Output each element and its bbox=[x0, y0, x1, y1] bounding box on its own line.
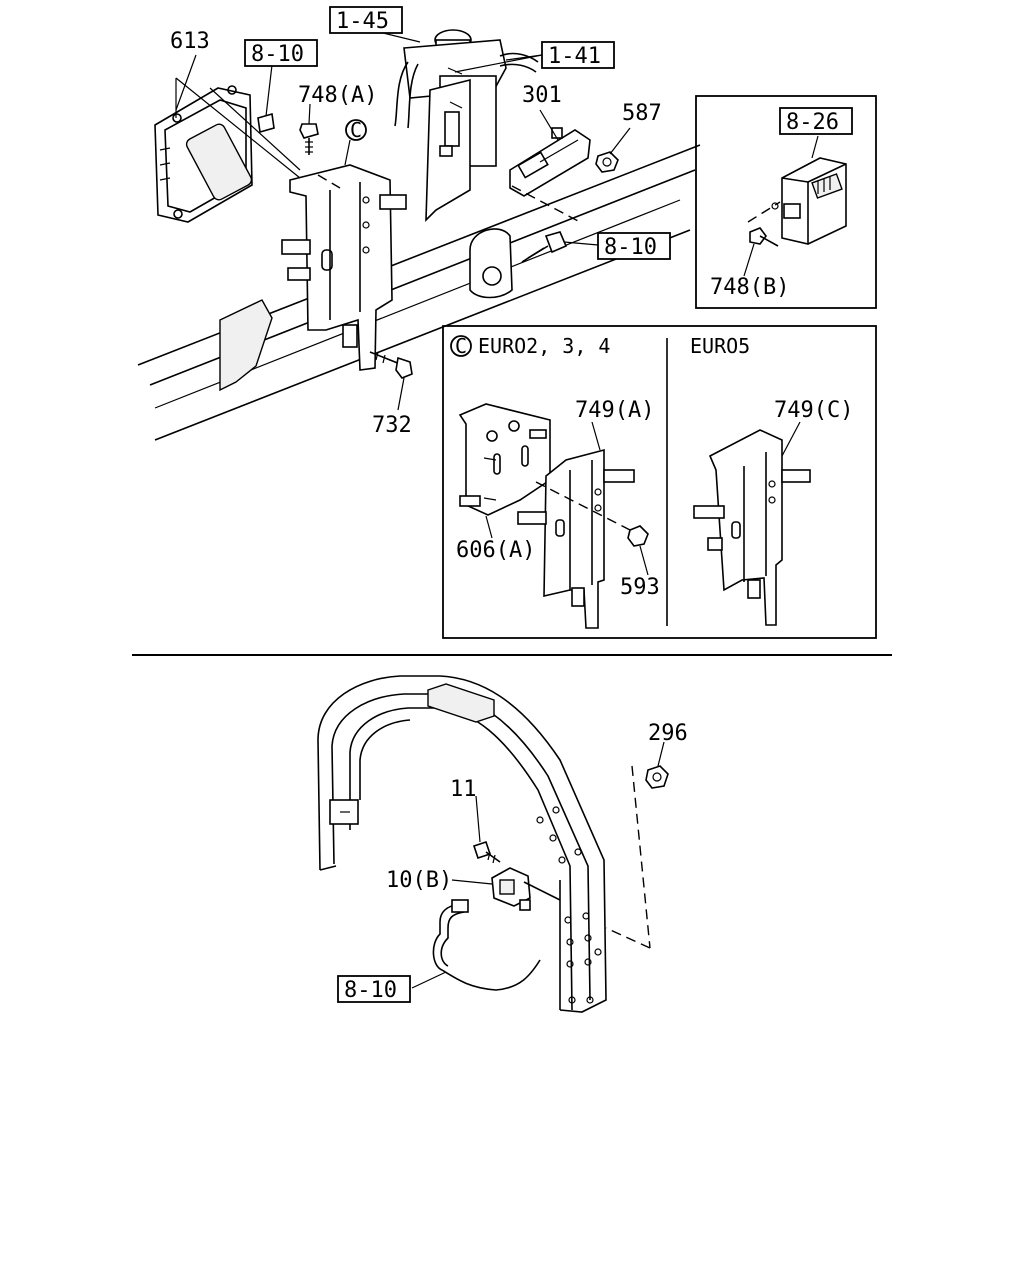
sensor-10b bbox=[491, 867, 561, 911]
ecu-module bbox=[154, 85, 253, 223]
label-euro2-3-4: EURO2, 3, 4 bbox=[478, 334, 610, 358]
nut-296 bbox=[645, 765, 669, 789]
label-11: 11 bbox=[450, 777, 477, 802]
ref-box-1-45 bbox=[329, 6, 403, 34]
label-587: 587 bbox=[622, 101, 662, 126]
label-301: 301 bbox=[522, 83, 562, 108]
label-8-10-mid: 8-10 bbox=[604, 235, 657, 260]
label-748b: 748(B) bbox=[710, 275, 789, 300]
nut-587 bbox=[595, 151, 619, 173]
inset-euro-variants bbox=[442, 325, 877, 639]
sensor-301 bbox=[509, 127, 591, 197]
label-c-marker: C bbox=[350, 118, 362, 142]
label-8-26: 8-26 bbox=[786, 110, 839, 135]
circle-c-marker bbox=[345, 119, 367, 141]
label-748a: 748(A) bbox=[298, 83, 377, 108]
label-749c: 749(C) bbox=[774, 398, 853, 423]
ref-box-8-10-mid bbox=[597, 232, 671, 260]
rail-bracket-left bbox=[219, 299, 273, 392]
label-606a: 606(A) bbox=[456, 538, 535, 563]
rail-mount bbox=[469, 228, 513, 299]
label-10b: 10(B) bbox=[386, 868, 452, 893]
label-749a: 749(A) bbox=[575, 398, 654, 423]
ref-box-8-10-bottom bbox=[337, 975, 411, 1003]
label-8-10-top: 8-10 bbox=[251, 42, 304, 67]
wire-harness bbox=[432, 899, 541, 991]
label-c-marker-inset: C bbox=[455, 334, 467, 358]
inset-8-26 bbox=[695, 95, 877, 309]
label-1-45: 1-45 bbox=[336, 9, 389, 34]
label-732: 732 bbox=[372, 413, 412, 438]
label-296: 296 bbox=[648, 721, 688, 746]
label-1-41: 1-41 bbox=[548, 44, 601, 69]
harness-connector bbox=[521, 231, 568, 263]
ref-box-8-10-top bbox=[244, 39, 318, 67]
label-593: 593 bbox=[620, 575, 660, 600]
leader-lines-bottom bbox=[411, 741, 665, 989]
label-euro5: EURO5 bbox=[690, 334, 750, 358]
bolt-11 bbox=[472, 840, 501, 864]
cab-frame-arch bbox=[317, 675, 607, 1013]
bolt-748a bbox=[299, 123, 319, 155]
label-613: 613 bbox=[170, 29, 210, 54]
label-8-10-bottom: 8-10 bbox=[344, 978, 397, 1003]
connector-small bbox=[257, 112, 275, 134]
bolt-732 bbox=[369, 351, 413, 379]
main-bracket bbox=[281, 164, 407, 371]
fuel-filter-assembly bbox=[394, 29, 539, 222]
ref-box-1-41 bbox=[541, 41, 615, 69]
